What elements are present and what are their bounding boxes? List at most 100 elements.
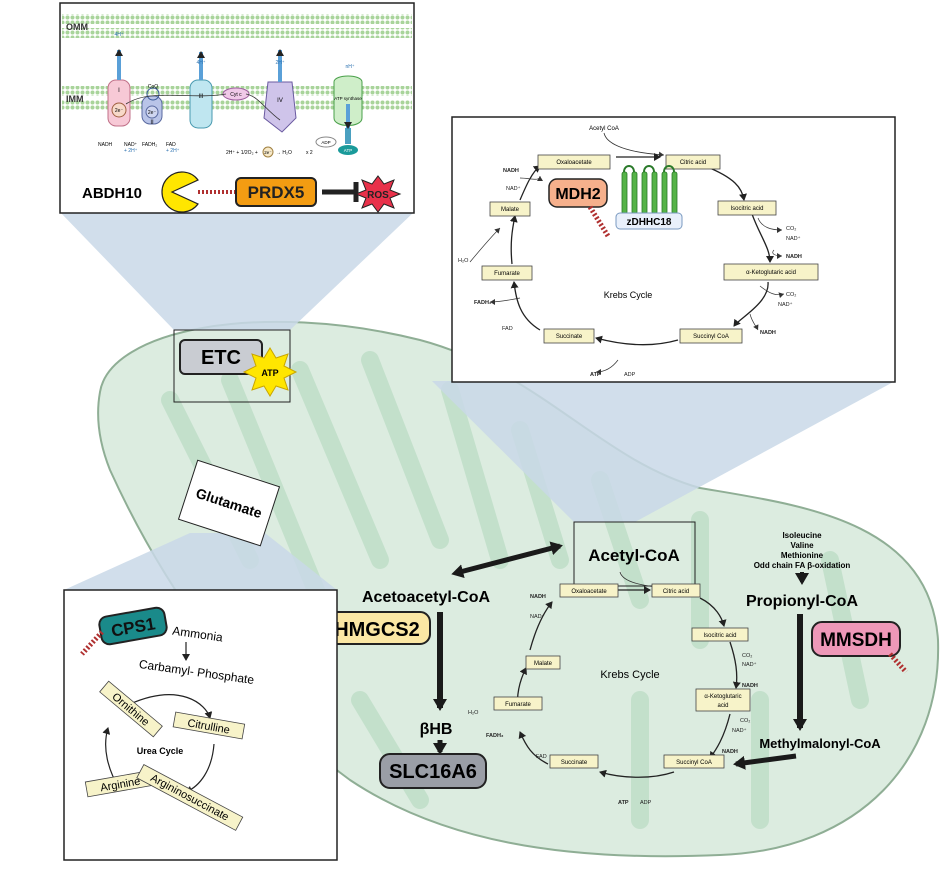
callout-krebs [432, 381, 895, 522]
svg-text:NADH: NADH [503, 168, 519, 174]
krebs-inset-succinyl-coa [679, 328, 743, 344]
svg-text:CO₂: CO₂ [786, 292, 796, 298]
svg-text:NAD⁺: NAD⁺ [778, 301, 793, 308]
zdhhc18-label: zDHHC18 [626, 217, 671, 228]
krebs-inset-succinate [543, 328, 595, 344]
mmsdh-box [811, 621, 901, 657]
svg-text:2e⁻: 2e⁻ [264, 150, 272, 155]
krebs-inset-isocitric-acid [717, 200, 777, 216]
bhb-label: βHB [420, 721, 453, 738]
svg-text:2H⁺: 2H⁺ [275, 60, 284, 66]
svg-text:FAD: FAD [536, 754, 547, 760]
callout-urea [64, 533, 337, 590]
svg-text:Odd chain FA β-oxidation: Odd chain FA β-oxidation [754, 561, 851, 570]
slc16a6-label: SLC16A6 [389, 761, 477, 783]
mito-krebs-title: Krebs Cycle [600, 669, 659, 681]
krebs-inset-oxaloacetate [537, 154, 611, 170]
svg-text:Succinate: Succinate [561, 760, 588, 766]
svg-text:III: III [198, 94, 203, 100]
imm-label: IMM [66, 94, 84, 104]
cps1-palmitoyl-icon [80, 630, 104, 656]
svg-text:NAD⁺: NAD⁺ [786, 235, 801, 242]
svg-text:NADH: NADH [98, 142, 113, 148]
svg-text:x 2: x 2 [306, 150, 313, 156]
svg-text:NADH: NADH [722, 749, 738, 755]
svg-text:FADH₂: FADH₂ [142, 142, 157, 148]
water-equation: 2H⁺ + 1/2O₂ + [226, 150, 258, 156]
svg-text:CO₂: CO₂ [786, 226, 796, 232]
svg-text:Malate: Malate [501, 207, 520, 213]
mdh2-palmitoyl-icon [587, 205, 611, 238]
svg-text:→ H₂O: → H₂O [276, 150, 292, 156]
etc-inset: OMM IMM I 2e⁻ II 2e⁻ CoQ III Cyt c IV AT… [59, 2, 415, 214]
electron-path [125, 93, 281, 121]
atp-star-label: ATP [261, 368, 278, 378]
abdh10-pacman-icon [161, 171, 199, 213]
svg-text:Fumarate: Fumarate [494, 271, 520, 277]
svg-text:NAD⁺: NAD⁺ [530, 613, 545, 620]
mdh2-box [548, 178, 608, 208]
cyt-c [222, 87, 250, 101]
svg-text:FAD: FAD [166, 142, 176, 148]
mito-oxaloacetate [559, 583, 619, 598]
mmsdh-palmitoyl-icon [888, 652, 908, 674]
svg-text:+ 2H⁺: + 2H⁺ [166, 148, 180, 154]
svg-text:α-Ketoglutaric acid: α-Ketoglutaric acid [746, 270, 796, 276]
svg-text:FAD: FAD [502, 326, 513, 332]
svg-text:ATP: ATP [590, 372, 601, 378]
complex-iii [189, 79, 213, 129]
glutamate-box: Glutamate [177, 459, 281, 547]
svg-text:NAD⁺: NAD⁺ [506, 185, 521, 192]
svg-text:Methionine: Methionine [781, 551, 824, 560]
svg-text:acid: acid [717, 703, 728, 709]
svg-text:Fumarate: Fumarate [505, 702, 531, 708]
acetyl-coa-label: Acetyl-CoA [588, 546, 680, 565]
krebs-inset-malate [489, 201, 531, 217]
svg-text:ATP: ATP [618, 800, 629, 806]
svg-text:Oxaloacetate: Oxaloacetate [556, 160, 592, 166]
svg-text:2e⁻: 2e⁻ [148, 110, 157, 116]
citrulline-box [172, 711, 246, 740]
slc16a6-box [379, 753, 487, 789]
complex-iv [263, 81, 297, 133]
svg-text:Citric acid: Citric acid [663, 589, 689, 595]
svg-text:H₂O: H₂O [468, 710, 479, 716]
svg-text:NADH: NADH [760, 330, 776, 336]
svg-text:I: I [118, 88, 120, 94]
svg-text:FADH₂: FADH₂ [486, 733, 504, 739]
svg-text:Acetyl CoA: Acetyl CoA [589, 126, 619, 132]
ornithine-box [99, 680, 163, 738]
ros-burst-icon [354, 175, 402, 213]
omm-label: OMM [66, 22, 88, 32]
inhibition-bar [322, 182, 359, 202]
callout-etc [60, 212, 414, 330]
svg-text:II: II [150, 120, 154, 126]
hmgcs2-label: HMGCS2 [334, 619, 420, 641]
svg-text:CO₂: CO₂ [740, 718, 750, 724]
svg-text:ATP synthase: ATP synthase [334, 96, 362, 101]
svg-text:ADP: ADP [321, 140, 330, 145]
mito-succinate [549, 754, 599, 769]
mito-citric-acid [651, 583, 701, 598]
svg-text:NAD⁺: NAD⁺ [124, 142, 138, 148]
svg-text:ADP: ADP [624, 372, 636, 378]
svg-text:NAD⁺: NAD⁺ [742, 661, 757, 668]
acetyl-acetoacetyl-arrow [451, 541, 563, 579]
precursor-list: Isoleucine Valine Methionine Odd chain F… [754, 531, 851, 570]
acetoacetyl-coa-label: Acetoacetyl-CoA [362, 589, 490, 606]
svg-text:Malate: Malate [534, 661, 553, 667]
methylmalonyl-succinyl-arrow [733, 753, 797, 770]
methylmalonyl-coa-label: Methylmalonyl-CoA [759, 736, 881, 751]
mmsdh-label: MMSDH [820, 630, 892, 651]
prdx5-box [235, 177, 317, 207]
svg-text:+ 2H⁺: + 2H⁺ [124, 148, 138, 154]
svg-text:ADP: ADP [640, 800, 652, 806]
coq-label: CoQ [148, 84, 158, 90]
krebs-inset: Acetyl CoA Oxaloacetate Citric acid Isoc… [451, 116, 896, 383]
krebs-inset-citric-acid [665, 154, 721, 170]
urea-inset: CPS1 Ammonia Carbamyl- Phosphate Ornithi… [63, 589, 338, 861]
ros-label: ROS [367, 190, 389, 201]
svg-text:Citric acid: Citric acid [680, 160, 706, 166]
